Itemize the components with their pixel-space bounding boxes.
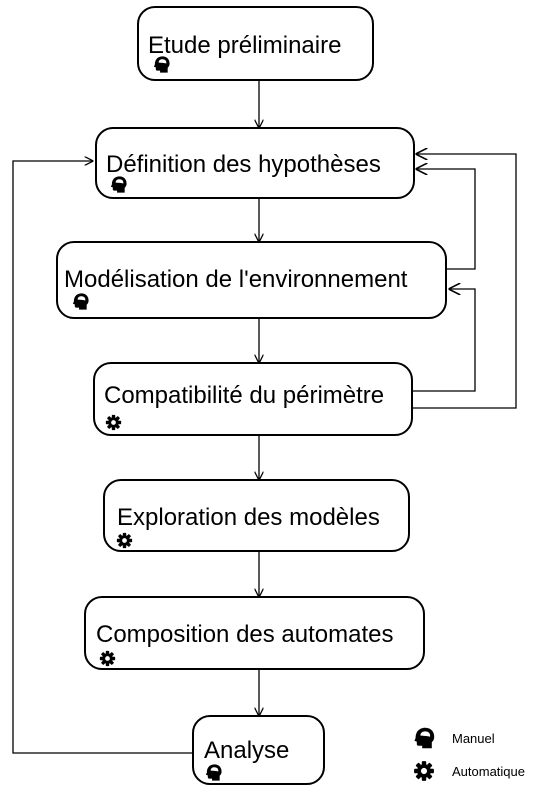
step-box bbox=[84, 596, 425, 670]
step-exploration: Exploration des modèles bbox=[103, 479, 410, 552]
step-label: Etude préliminaire bbox=[148, 32, 341, 59]
step-box bbox=[56, 241, 447, 319]
step-label: Composition des automates bbox=[96, 621, 394, 648]
legend: Manuel Automatique bbox=[414, 727, 525, 781]
step-label: Exploration des modèles bbox=[117, 504, 380, 531]
gear-icon bbox=[99, 650, 116, 667]
loop-analyse-to-definition bbox=[12, 161, 193, 754]
step-box bbox=[137, 6, 374, 81]
head-icon bbox=[414, 727, 435, 749]
loop-compatibilite-to-modelisation bbox=[412, 289, 476, 392]
loop-modelisation-to-definition bbox=[416, 169, 476, 270]
step-box bbox=[95, 127, 415, 199]
gear-icon bbox=[414, 761, 434, 781]
loop-compatibilite-to-definition bbox=[412, 154, 517, 409]
step-box bbox=[192, 715, 325, 785]
legend-label-automatic: Automatique bbox=[452, 764, 525, 779]
step-label: Compatibilité du périmètre bbox=[104, 382, 384, 409]
step-analyse: Analyse bbox=[192, 715, 325, 785]
step-box bbox=[93, 362, 413, 436]
step-label: Modélisation de l'environnement bbox=[64, 266, 408, 293]
gear-icon bbox=[116, 532, 133, 549]
connectors bbox=[12, 80, 517, 754]
gear-icon bbox=[105, 414, 122, 431]
step-composition: Composition des automates bbox=[84, 596, 425, 670]
step-label: Analyse bbox=[204, 737, 289, 764]
step-box bbox=[103, 479, 410, 552]
legend-label-manual: Manuel bbox=[452, 731, 495, 746]
step-etude: Etude préliminaire bbox=[137, 6, 374, 81]
step-modelisation: Modélisation de l'environnement bbox=[56, 241, 447, 319]
step-compatibilite: Compatibilité du périmètre bbox=[93, 362, 413, 436]
step-definition: Définition des hypothèses bbox=[95, 127, 415, 199]
step-label: Définition des hypothèses bbox=[106, 151, 381, 178]
